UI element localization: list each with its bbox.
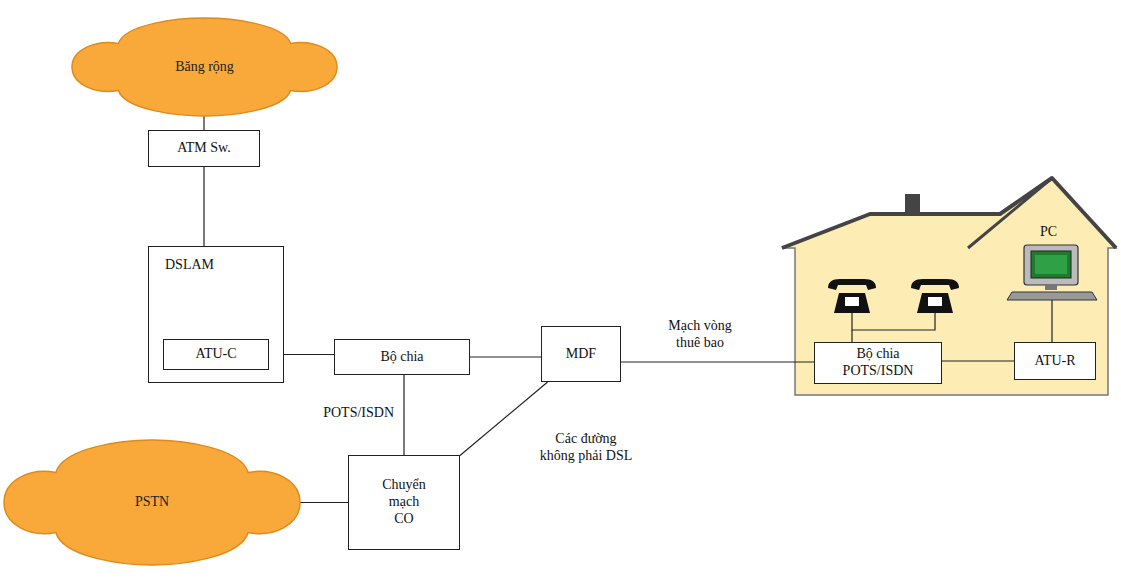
edge-label: Mạch vòng thuê bao [660, 318, 740, 352]
phone-icon [828, 279, 876, 313]
node-text: DSLAM [165, 257, 214, 274]
switch-box: Chuyển mạch CO [348, 455, 460, 550]
network-cloud: Băng rộng [72, 18, 337, 116]
gable-line [968, 178, 1052, 248]
house-body [782, 178, 1116, 395]
part-label: PC [1040, 224, 1057, 241]
pc-icon [1007, 245, 1097, 342]
connector-line [203, 167, 204, 246]
node-text: PSTN [135, 494, 169, 511]
roof-line [782, 178, 1116, 248]
splitter-box: Bộ chia [334, 339, 470, 375]
node-text: Bộ chia [380, 349, 423, 366]
switch-box: ATM Sw. [148, 130, 260, 167]
node-text: Băng rộng [175, 59, 234, 76]
network-cloud: PSTN [4, 440, 300, 565]
chimney [905, 194, 920, 214]
connector-line [300, 502, 348, 503]
connector-line [203, 116, 204, 130]
phone-icon [911, 279, 959, 313]
connector-line [460, 382, 548, 456]
dslam-box: DSLAM ATU-C [148, 246, 284, 383]
node-text: MDF [566, 346, 596, 363]
connector-line [470, 356, 541, 357]
connector-line [621, 361, 814, 362]
mdf-box: MDF [541, 326, 621, 382]
node-text: ATU-C [195, 346, 236, 363]
node-text: ATM Sw. [177, 140, 231, 157]
edge-label: Các đường không phải DSL [536, 431, 636, 465]
node-text: ATU-R [1034, 353, 1075, 370]
node-text: Chuyển mạch CO [379, 477, 429, 527]
house [782, 178, 1116, 395]
connector-line [403, 375, 404, 455]
connector-line [942, 360, 1014, 361]
phone-wires [852, 313, 935, 342]
edge-label: POTS/ISDN [300, 405, 396, 422]
modem-box: ATU-R [1014, 342, 1096, 380]
node-text: Bộ chia POTS/ISDN [833, 346, 923, 380]
splitter-box: Bộ chia POTS/ISDN [814, 342, 942, 384]
modem-box: ATU-C [163, 339, 269, 370]
